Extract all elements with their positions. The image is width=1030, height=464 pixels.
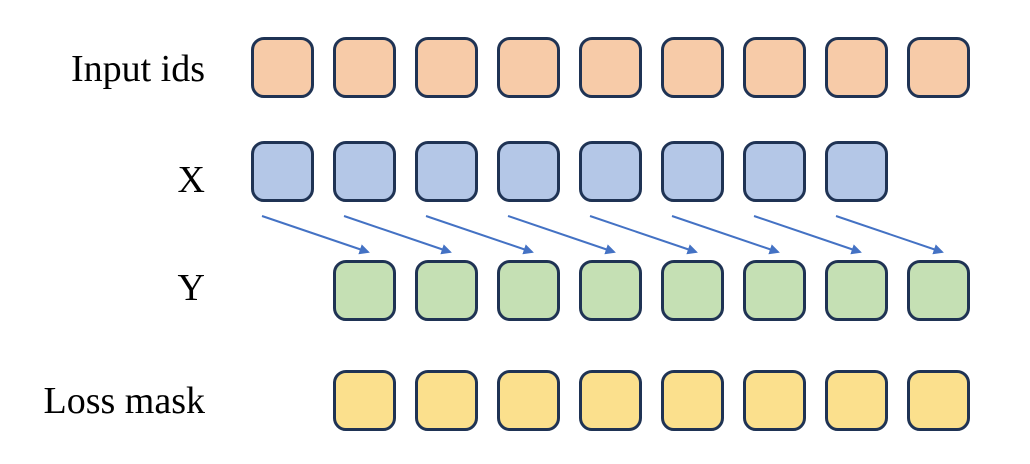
cell-loss_mask-7 xyxy=(825,370,888,431)
cell-x-1 xyxy=(251,141,314,202)
cell-y-4 xyxy=(579,260,642,321)
shift-arrow-4 xyxy=(507,215,616,255)
cell-x-5 xyxy=(579,141,642,202)
cell-loss_mask-4 xyxy=(579,370,642,431)
cell-y-3 xyxy=(497,260,560,321)
cell-loss_mask-8 xyxy=(907,370,970,431)
shift-arrow-3 xyxy=(425,215,534,255)
cell-y-5 xyxy=(661,260,724,321)
shift-arrow-1 xyxy=(261,215,370,255)
cell-x-8 xyxy=(825,141,888,202)
cell-loss_mask-2 xyxy=(415,370,478,431)
cell-loss_mask-6 xyxy=(743,370,806,431)
cell-loss_mask-5 xyxy=(661,370,724,431)
cell-x-4 xyxy=(497,141,560,202)
shift-arrow-6 xyxy=(671,215,780,255)
shift-arrow-5 xyxy=(589,215,698,255)
cell-y-6 xyxy=(743,260,806,321)
cell-y-1 xyxy=(333,260,396,321)
cell-input_ids-4 xyxy=(497,37,560,98)
shift-arrow-8 xyxy=(835,215,944,255)
shift-arrow-7 xyxy=(753,215,862,255)
cell-y-8 xyxy=(907,260,970,321)
cell-input_ids-2 xyxy=(333,37,396,98)
shift-arrows xyxy=(261,215,944,255)
cell-input_ids-5 xyxy=(579,37,642,98)
cell-loss_mask-3 xyxy=(497,370,560,431)
shift-arrow-2 xyxy=(343,215,452,255)
cell-input_ids-1 xyxy=(251,37,314,98)
cell-input_ids-7 xyxy=(743,37,806,98)
cell-y-2 xyxy=(415,260,478,321)
cell-y-7 xyxy=(825,260,888,321)
cell-x-2 xyxy=(333,141,396,202)
cell-input_ids-6 xyxy=(661,37,724,98)
cell-x-7 xyxy=(743,141,806,202)
cell-input_ids-8 xyxy=(825,37,888,98)
cell-x-6 xyxy=(661,141,724,202)
row-label-loss_mask: Loss mask xyxy=(43,380,206,422)
cell-input_ids-3 xyxy=(415,37,478,98)
cell-x-3 xyxy=(415,141,478,202)
row-label-y: Y xyxy=(177,267,205,309)
cell-input_ids-9 xyxy=(907,37,970,98)
cell-loss_mask-1 xyxy=(333,370,396,431)
row-label-input_ids: Input ids xyxy=(70,48,205,90)
row-label-x: X xyxy=(177,159,205,201)
